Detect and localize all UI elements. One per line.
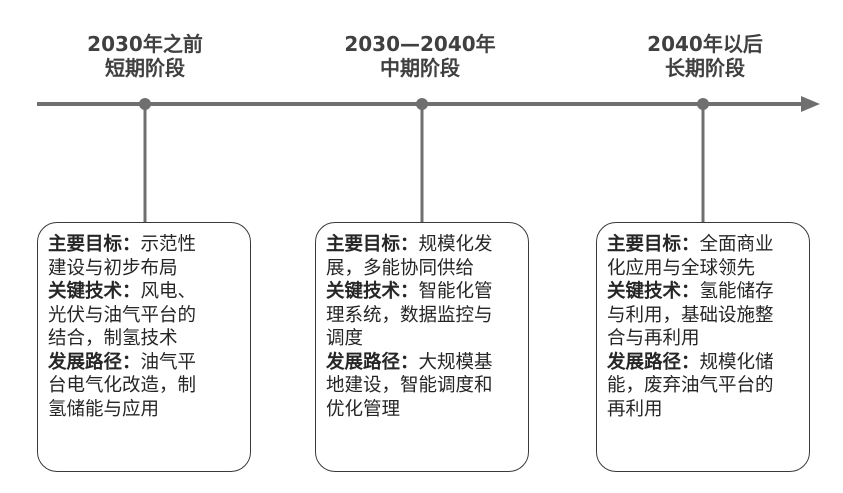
card-text: 全面商业 <box>699 234 774 255</box>
card-text: 能，废弃油气平台的 <box>607 375 774 396</box>
card-line: 氢储能与应用 <box>48 398 246 422</box>
milestone-dot-1 <box>139 98 151 110</box>
card-line: 再利用 <box>607 398 805 422</box>
phase-2-period: 2030—2040年 <box>344 32 496 56</box>
milestone-dot-2 <box>416 98 428 110</box>
card-line: 主要目标：全面商业 <box>607 233 805 257</box>
card-line: 理系统，数据监控与 <box>326 304 524 328</box>
timeline-arrowhead <box>801 96 820 112</box>
card-line: 关键技术：风电、 <box>48 280 246 304</box>
card-line: 与利用，基础设施整 <box>607 304 805 328</box>
card-label-path: 发展路径： <box>326 351 419 373</box>
card-line: 展，多能协同供给 <box>326 257 524 281</box>
milestone-dot-3 <box>697 98 709 110</box>
card-line: 优化管理 <box>326 398 524 422</box>
card-text: 地建设，智能调度和 <box>326 375 493 396</box>
card-line: 建设与初步布局 <box>48 257 246 281</box>
card-label-path: 发展路径： <box>48 351 141 373</box>
phase-2-header: 2030—2040年 中期阶段 <box>300 32 540 80</box>
card-text: 再利用 <box>607 398 663 420</box>
card-text: 氢储能与应用 <box>48 398 160 420</box>
phase-2-stage: 中期阶段 <box>380 56 460 80</box>
card-label-tech: 关键技术： <box>326 281 419 302</box>
card-line: 发展路径：油气平 <box>48 351 246 375</box>
card-text: 与利用，基础设施整 <box>607 304 774 326</box>
card-text: 智能化管 <box>418 281 493 302</box>
card-line: 地建设，智能调度和 <box>326 374 524 398</box>
card-text: 风电、 <box>140 281 197 302</box>
phase-2-card: 主要目标：规模化发 展，多能协同供给 关键技术：智能化管 理系统，数据监控与 调… <box>315 222 529 472</box>
card-text: 优化管理 <box>326 398 401 420</box>
card-line: 发展路径：大规模基 <box>326 351 524 375</box>
card-line: 关键技术：氢能储存 <box>607 280 805 304</box>
phase-1-header: 2030年之前 短期阶段 <box>45 32 245 80</box>
phase-3-card: 主要目标：全面商业 化应用与全球领先 关键技术：氢能储存 与利用，基础设施整 合… <box>596 222 810 472</box>
card-line: 结合，制氢技术 <box>48 327 246 351</box>
phase-1-card: 主要目标：示范性 建设与初步布局 关键技术：风电、 光伏与油气平台的 结合，制氢… <box>37 222 251 472</box>
card-label-goal: 主要目标： <box>48 234 141 255</box>
card-text: 光伏与油气平台的 <box>48 304 197 326</box>
card-line: 主要目标：规模化发 <box>326 233 524 257</box>
card-line: 光伏与油气平台的 <box>48 304 246 328</box>
card-text: 合与再利用 <box>607 328 700 349</box>
card-line: 调度 <box>326 327 524 351</box>
card-text: 理系统，数据监控与 <box>326 304 493 326</box>
phase-3-period: 2040年以后 <box>647 32 763 56</box>
card-line: 关键技术：智能化管 <box>326 280 524 304</box>
card-text: 大规模基 <box>418 351 493 373</box>
card-text: 规模化发 <box>418 234 493 255</box>
card-line: 合与再利用 <box>607 327 805 351</box>
card-line: 台电气化改造，制 <box>48 374 246 398</box>
card-label-path: 发展路径： <box>607 351 700 373</box>
phase-1-stage: 短期阶段 <box>105 56 185 80</box>
card-text: 建设与初步布局 <box>48 257 178 279</box>
card-line: 化应用与全球领先 <box>607 257 805 281</box>
card-label-tech: 关键技术： <box>48 281 141 302</box>
card-line: 发展路径：规模化储 <box>607 351 805 375</box>
card-text: 规模化储 <box>699 351 774 373</box>
card-text: 示范性 <box>140 234 197 255</box>
card-text: 化应用与全球领先 <box>607 257 756 279</box>
card-line: 能，废弃油气平台的 <box>607 374 805 398</box>
card-label-tech: 关键技术： <box>607 281 700 302</box>
card-text: 展，多能协同供给 <box>326 257 475 279</box>
card-text: 结合，制氢技术 <box>48 328 178 349</box>
card-text: 油气平 <box>140 351 197 373</box>
phase-3-header: 2040年以后 长期阶段 <box>585 32 825 80</box>
phase-1-period: 2030年之前 <box>87 32 203 56</box>
phase-3-stage: 长期阶段 <box>665 56 745 80</box>
card-line: 主要目标：示范性 <box>48 233 246 257</box>
card-label-goal: 主要目标： <box>607 234 700 255</box>
card-label-goal: 主要目标： <box>326 234 419 255</box>
card-text: 氢能储存 <box>699 281 774 302</box>
card-text: 调度 <box>326 328 364 349</box>
card-text: 台电气化改造，制 <box>48 375 197 396</box>
